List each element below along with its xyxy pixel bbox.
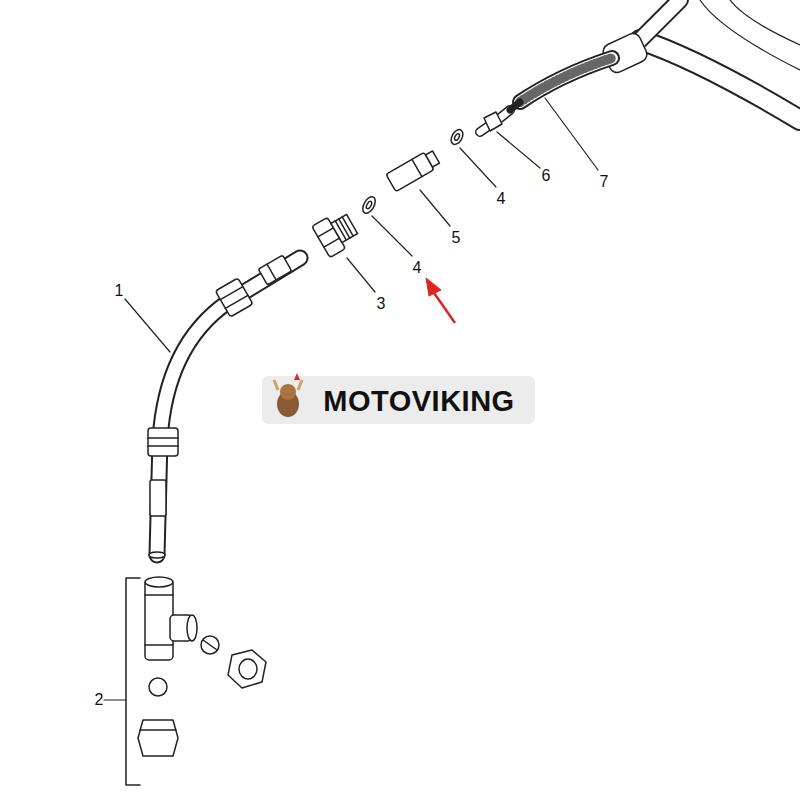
callout-number: 1	[115, 283, 124, 299]
callout-number: 4	[497, 191, 506, 207]
callout-number: 5	[452, 230, 461, 246]
callout-number: 6	[542, 168, 551, 184]
callout-number: 2	[95, 692, 104, 708]
callout-number: 4	[413, 260, 422, 276]
watermark: MOTOVIKING	[323, 387, 514, 416]
callout-number: 3	[377, 296, 386, 312]
callout-number: 7	[600, 174, 609, 190]
